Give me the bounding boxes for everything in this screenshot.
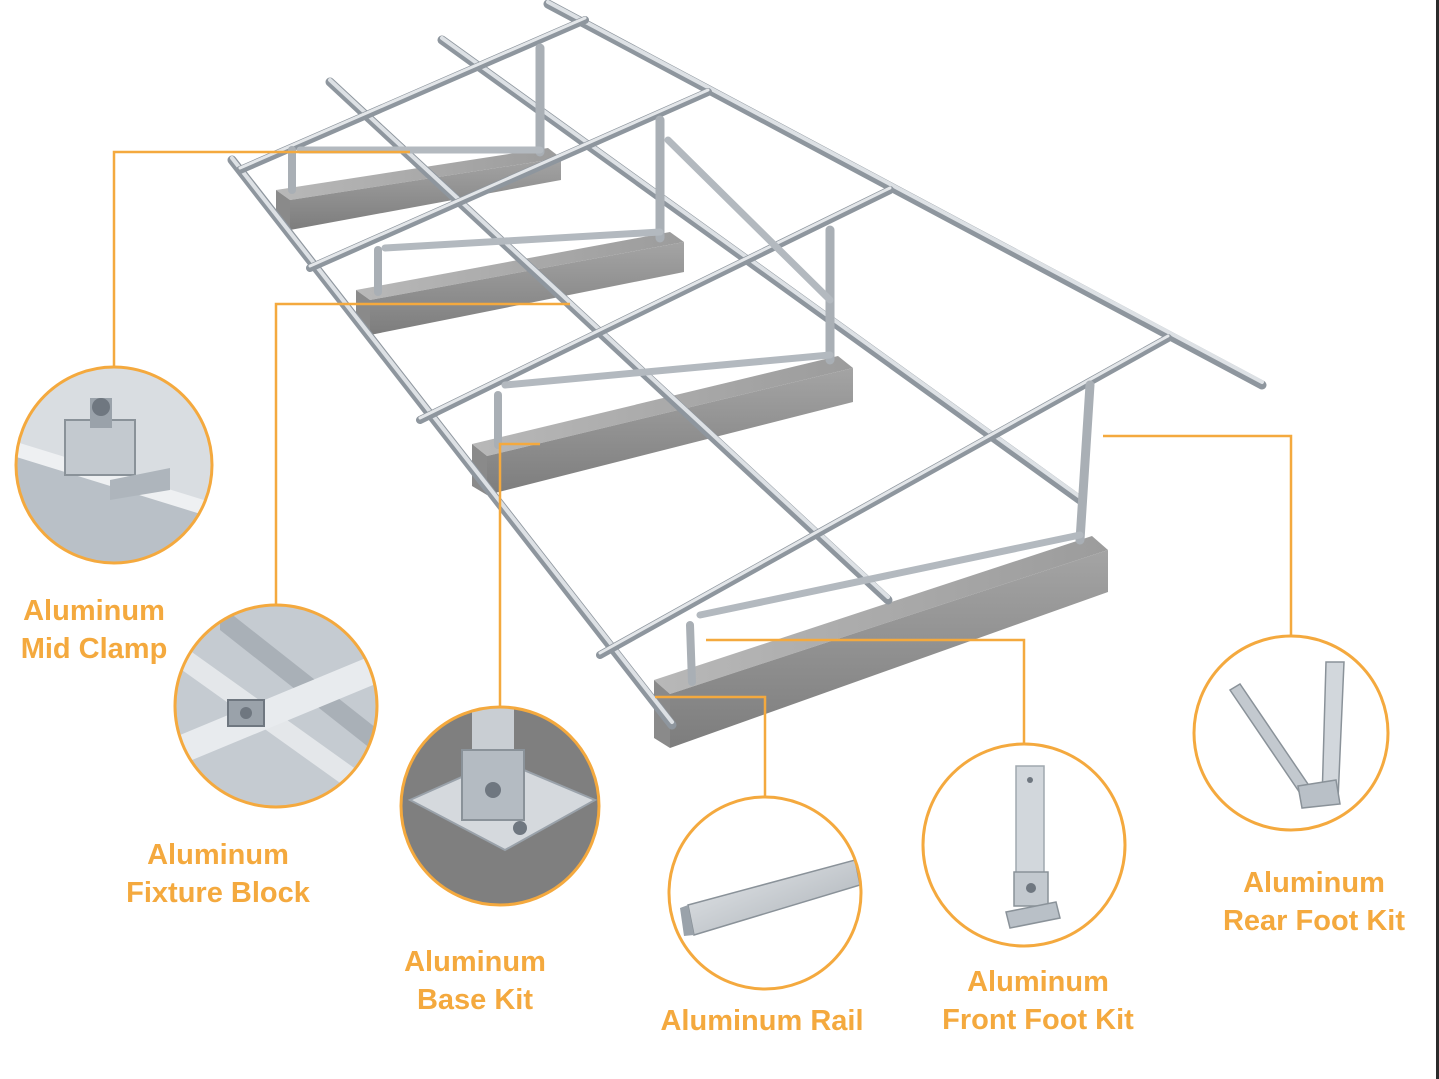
leader-rail bbox=[655, 695, 767, 797]
label-mid-clamp: Aluminum Mid Clamp bbox=[0, 592, 188, 668]
front-foot-icon bbox=[921, 742, 1127, 948]
label-fixture-block-line2: Fixture Block bbox=[126, 877, 310, 909]
label-fixture-block-line1: Aluminum bbox=[147, 839, 289, 871]
leader-base-kit bbox=[498, 442, 540, 707]
label-mid-clamp-line1: Aluminum bbox=[23, 595, 165, 627]
label-front-foot-kit: Aluminum Front Foot Kit bbox=[920, 963, 1156, 1039]
label-rear-foot-kit: Aluminum Rear Foot Kit bbox=[1200, 864, 1428, 940]
leader-rear-foot bbox=[1103, 434, 1293, 636]
cross-beams bbox=[236, 16, 1172, 659]
label-fixture-block: Aluminum Fixture Block bbox=[108, 836, 328, 912]
label-rail-line1: Aluminum Rail bbox=[660, 1005, 864, 1037]
label-base-kit-line1: Aluminum bbox=[404, 946, 546, 978]
label-front-foot-kit-line2: Front Foot Kit bbox=[942, 1004, 1134, 1036]
front-posts bbox=[288, 146, 696, 686]
detail-circle-mid-clamp bbox=[14, 365, 214, 565]
fixture-block-icon bbox=[173, 603, 379, 809]
rail-icon bbox=[667, 795, 863, 991]
mid-clamp-icon bbox=[14, 365, 214, 565]
braces bbox=[296, 136, 1084, 619]
label-front-foot-kit-line1: Aluminum bbox=[967, 966, 1109, 998]
label-rear-foot-kit-line1: Aluminum bbox=[1243, 867, 1385, 899]
ballast-block-3 bbox=[472, 356, 853, 495]
leader-lines bbox=[112, 150, 1293, 797]
ballast-block-2 bbox=[356, 232, 684, 335]
label-base-kit-line2: Base Kit bbox=[416, 984, 534, 1016]
ballast-block-4 bbox=[654, 536, 1108, 748]
rear-posts bbox=[535, 43, 1095, 545]
base-kit-icon bbox=[399, 705, 601, 907]
label-rear-foot-kit-line2: Rear Foot Kit bbox=[1222, 905, 1406, 937]
leader-mid-clamp bbox=[112, 150, 410, 367]
aluminum-frame bbox=[227, 0, 1267, 730]
leader-fixture-block bbox=[274, 302, 570, 605]
label-rail: Aluminum Rail bbox=[640, 1002, 884, 1040]
leader-front-foot bbox=[706, 638, 1026, 744]
detail-circle-front-foot bbox=[921, 742, 1127, 948]
label-base-kit: Aluminum Base Kit bbox=[380, 943, 570, 1019]
label-mid-clamp-line2: Mid Clamp bbox=[20, 633, 168, 665]
right-edge-border bbox=[1436, 0, 1439, 1079]
detail-circle-rail bbox=[667, 795, 863, 991]
rear-foot-icon bbox=[1192, 634, 1390, 832]
detail-circle-rear-foot bbox=[1192, 634, 1390, 832]
detail-circle-base-kit bbox=[399, 705, 601, 907]
detail-circle-fixture-block bbox=[173, 603, 379, 809]
